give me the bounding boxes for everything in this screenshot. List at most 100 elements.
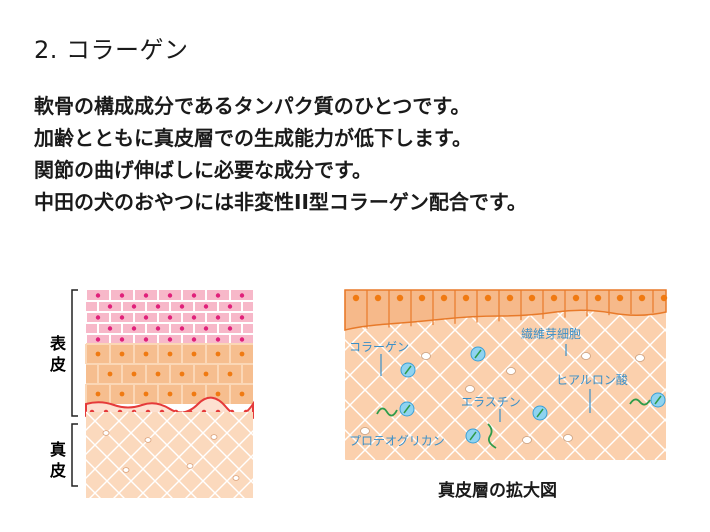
elastin-fiber	[487, 423, 497, 449]
spinous-cell-dot	[119, 351, 125, 357]
spinous-cell-dot	[131, 371, 137, 377]
spinous-cell-dot	[143, 351, 149, 357]
horny-cell-dot	[119, 315, 125, 320]
spinous-cell-dot	[155, 371, 161, 377]
zoom-cell-nucleus	[352, 294, 360, 302]
horny-cell-dot	[167, 315, 173, 320]
zoom-cell-nucleus	[572, 294, 580, 302]
horny-cell-dot	[239, 293, 245, 298]
dermis-mesh	[86, 411, 253, 498]
description-line-2: 加齢とともに真皮層での生成能力が低下します。	[34, 126, 472, 150]
zoom-cell-nucleus	[660, 294, 668, 302]
zoom-cell-nucleus	[396, 294, 404, 302]
zoom-cell-nucleus	[616, 294, 624, 302]
fibroblast-cell	[506, 367, 516, 375]
horny-cell-dot	[107, 326, 113, 331]
horny-cell-dot	[191, 293, 197, 298]
epidermis-bracket	[71, 289, 78, 417]
spinous-cell-dot	[215, 351, 221, 357]
horny-cell-dot	[131, 326, 137, 331]
horny-cell-dot	[155, 304, 161, 309]
fibroblast-cell	[563, 434, 573, 442]
horny-cell-dot	[227, 326, 233, 331]
description-line-3: 関節の曲げ伸ばしに必要な成分です。	[34, 158, 372, 182]
dermis-bracket	[71, 423, 78, 487]
spinous-cell-dot	[95, 351, 101, 357]
horny-cell-dot	[179, 304, 185, 309]
fibroblast-cell	[421, 352, 431, 360]
spinous-cell-dot	[107, 371, 113, 377]
horny-cell-dot	[203, 326, 209, 331]
zoom-cell-nucleus	[594, 294, 602, 302]
zoom-cell-nucleus	[374, 294, 382, 302]
zoom-cell-nucleus	[506, 294, 514, 302]
label-pointers	[380, 344, 591, 422]
horny-cell-dot	[143, 315, 149, 320]
zoom-cell-nucleus	[484, 294, 492, 302]
epidermis-label-2: 皮	[49, 355, 66, 374]
proteoglycan-label: プロテオグリカン	[349, 434, 445, 448]
section-title: 2. コラーゲン	[34, 36, 189, 64]
dermis-label-1: 真	[50, 440, 66, 459]
horny-cell-dot	[227, 304, 233, 309]
spinous-cell-dot	[95, 391, 101, 397]
epidermis-label-1: 表	[49, 334, 67, 353]
horny-layer-dots	[95, 293, 245, 342]
spinous-cell-dot	[239, 391, 245, 397]
horny-cell-dot	[131, 304, 137, 309]
dermis-cell	[186, 463, 194, 469]
dermis-zoom: コラーゲン 繊維芽細胞 ヒアルロン酸 エラスチン プロテオグリカン	[344, 289, 668, 460]
horny-cell-dot	[215, 315, 221, 320]
horny-cell-dot	[119, 293, 125, 298]
spinous-cell-dot	[167, 351, 173, 357]
spinous-layer-cells	[85, 343, 253, 404]
spinous-cell-dot	[191, 391, 197, 397]
fibroblast-cell	[581, 352, 591, 360]
spinous-cell-dot	[203, 371, 209, 377]
spinous-cell-dot	[239, 351, 245, 357]
fibroblast-cell	[465, 385, 475, 393]
horny-cell-dot	[191, 337, 197, 342]
horny-cell-dot	[155, 326, 161, 331]
horny-cell-dot	[95, 337, 101, 342]
zoom-cell-nucleus	[418, 294, 426, 302]
description-text: 軟骨の構成成分であるタンパク質のひとつです。 加齢とともに真皮層での生成能力が低…	[34, 90, 527, 218]
dermis-zoom-caption: 真皮層の拡大図	[438, 481, 557, 501]
collagen-label: コラーゲン	[349, 340, 409, 354]
spinous-cell-dot	[119, 391, 125, 397]
elastin-fibers	[376, 398, 651, 449]
description-line-4: 中田の犬のおやつには非変性II型コラーゲン配合です。	[34, 190, 527, 214]
horny-layer-dividers	[85, 290, 243, 345]
horny-cell-dot	[203, 304, 209, 309]
dermis-cell	[232, 475, 240, 481]
dermis-cell	[210, 434, 218, 440]
fibroblast-cell	[360, 427, 370, 435]
spinous-cell-dot	[143, 391, 149, 397]
horny-cell-dot	[215, 293, 221, 298]
horny-cell-dot	[215, 337, 221, 342]
elastin-label: エラスチン	[461, 395, 521, 409]
horny-cell-dot	[191, 315, 197, 320]
horny-cell-dot	[239, 337, 245, 342]
dermis-cells	[102, 430, 240, 481]
zoom-cell-layer	[344, 289, 667, 331]
fibroblast-cells	[360, 352, 645, 444]
zoom-cell-nucleus	[638, 294, 646, 302]
zoom-cell-dividers	[344, 290, 654, 330]
spinous-cell-dot	[167, 391, 173, 397]
horny-cell-dot	[239, 315, 245, 320]
horny-cell-dot	[95, 293, 101, 298]
horny-cell-dot	[95, 315, 101, 320]
description-line-1: 軟骨の構成成分であるタンパク質のひとつです。	[34, 94, 471, 118]
fibroblast-cell	[522, 436, 532, 444]
elastin-fiber	[376, 407, 398, 417]
dermis-cell	[122, 467, 130, 473]
horny-cell-dot	[107, 304, 113, 309]
zoom-cell-nucleus	[550, 294, 558, 302]
fibroblast-cell	[635, 354, 645, 362]
elastin-fiber	[629, 398, 651, 406]
hyaluronic-acid-label: ヒアルロン酸	[556, 372, 628, 387]
fibroblast-label: 繊維芽細胞	[521, 327, 581, 341]
zoom-cell-nucleus	[462, 294, 470, 302]
